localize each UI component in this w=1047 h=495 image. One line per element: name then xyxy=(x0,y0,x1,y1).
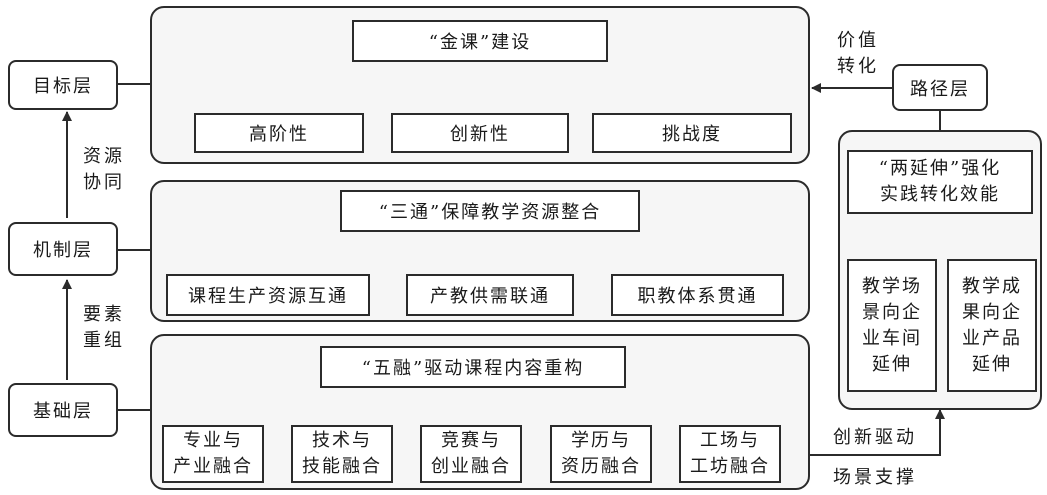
integration-text-line-2: 创业融合 xyxy=(431,456,511,477)
drive-arrow xyxy=(808,409,945,456)
top-item-box: 高阶性 xyxy=(194,113,364,153)
integration-text-line-2: 工坊融合 xyxy=(690,456,770,477)
extension-box: 教学场 景向企 业车间 延伸 xyxy=(847,259,937,392)
integration-box: 学历与 资历融合 xyxy=(550,425,652,483)
integration-text-line-1: 专业与 xyxy=(183,430,243,451)
two-extensions-title: “两延伸”强化 实践转化效能 xyxy=(847,150,1033,214)
two-extensions-title-line-1: “两延伸”强化 xyxy=(878,158,1002,179)
three-links-title: “三通”保障教学资源整合 xyxy=(340,190,640,232)
resource-label-line-1: 资源 xyxy=(83,146,125,167)
extension-text-line: 教学成 xyxy=(962,275,1022,297)
integration-text-line-1: 学历与 xyxy=(571,430,631,451)
mid-item-text: 产教供需联通 xyxy=(430,286,550,307)
element-label-line-1: 要素 xyxy=(83,304,125,325)
five-integrations-title: “五融”驱动课程内容重构 xyxy=(320,346,626,388)
top-item-box: 创新性 xyxy=(391,113,569,153)
goal-layer-label: 目标层 xyxy=(33,76,93,97)
two-extensions-title-line-2: 实践转化效能 xyxy=(880,184,1000,205)
top-item-text: 高阶性 xyxy=(249,124,309,145)
integration-text-line-1: 工场与 xyxy=(700,430,760,451)
extension-box: 教学成 果向企 业产品 延伸 xyxy=(947,259,1037,392)
mid-item-text: 职教体系贯通 xyxy=(637,286,758,307)
mid-item-box: 职教体系贯通 xyxy=(611,274,784,316)
top-item-box: 挑战度 xyxy=(592,113,792,153)
foundation-layer-box: 基础层 xyxy=(8,383,118,437)
path-layer-box: 路径层 xyxy=(892,64,988,111)
value-label-line-2: 转化 xyxy=(837,56,879,77)
three-links-title-text: “三通”保障教学资源整合 xyxy=(378,202,602,223)
mid-item-text: 课程生产资源互通 xyxy=(188,286,348,307)
element-restructure-label: 要素 重组 xyxy=(78,302,130,354)
top-item-text: 挑战度 xyxy=(662,124,722,145)
extension-text-line: 教学场 xyxy=(862,275,922,297)
integration-text-line-1: 技术与 xyxy=(312,430,372,451)
scene-support-label: 场景支撑 xyxy=(833,467,917,488)
extension-text-line: 景向企 xyxy=(862,301,922,323)
goal-layer-box: 目标层 xyxy=(8,60,118,110)
extension-text-line: 果向企 xyxy=(962,301,1022,323)
integration-text-line-1: 竞赛与 xyxy=(441,430,501,451)
five-integrations-title-text: “五融”驱动课程内容重构 xyxy=(361,358,585,379)
extension-text-line: 延伸 xyxy=(972,353,1012,375)
element-label-line-2: 重组 xyxy=(83,330,125,351)
integration-box: 专业与 产业融合 xyxy=(162,425,264,483)
foundation-layer-label: 基础层 xyxy=(33,401,93,422)
mid-item-box: 课程生产资源互通 xyxy=(166,274,370,316)
resource-label-line-2: 协同 xyxy=(83,172,125,193)
mechanism-layer-box: 机制层 xyxy=(8,222,118,276)
value-label-line-1: 价值 xyxy=(837,30,879,51)
mid-item-box: 产教供需联通 xyxy=(406,274,574,316)
integration-box: 技术与 技能融合 xyxy=(291,425,393,483)
extension-text-line: 业产品 xyxy=(962,327,1022,349)
extension-text-line: 业车间 xyxy=(862,327,922,349)
mechanism-layer-label: 机制层 xyxy=(33,240,93,261)
path-layer-label: 路径层 xyxy=(910,78,970,100)
resource-coordination-label: 资源 协同 xyxy=(78,144,130,196)
integration-text-line-2: 技能融合 xyxy=(302,456,382,477)
integration-text-line-2: 资历融合 xyxy=(561,456,641,477)
extension-text-line: 延伸 xyxy=(872,353,912,375)
golden-course-title: “金课”建设 xyxy=(352,20,608,62)
innovation-drive-label: 创新驱动 xyxy=(833,427,917,448)
value-transformation-label: 价值 转化 xyxy=(832,28,884,80)
golden-course-title-text: “金课”建设 xyxy=(428,32,532,53)
integration-box: 工场与 工坊融合 xyxy=(679,425,781,483)
integration-text-line-2: 产业融合 xyxy=(173,456,253,477)
integration-box: 竞赛与 创业融合 xyxy=(420,425,522,483)
top-item-text: 创新性 xyxy=(450,124,510,145)
